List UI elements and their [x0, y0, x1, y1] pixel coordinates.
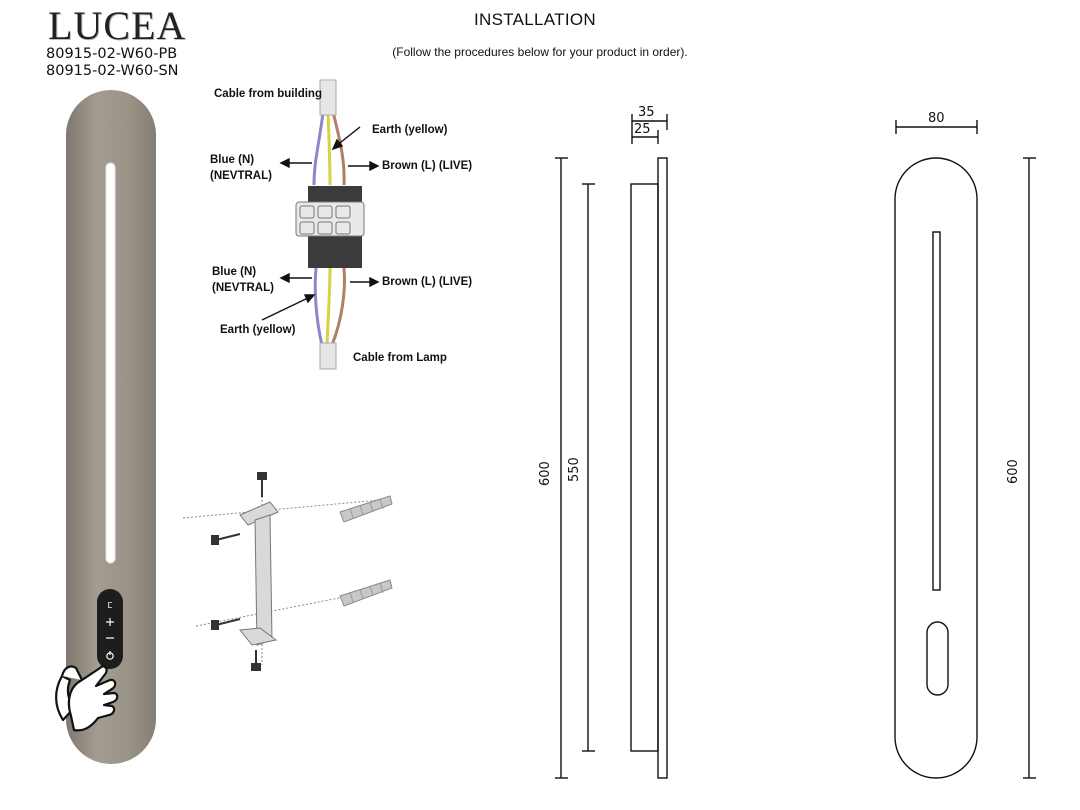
page-subtitle: (Follow the procedures below for your pr… — [392, 45, 688, 59]
dim-depth-body: 25 — [634, 122, 651, 137]
hand-touch-icon — [55, 665, 119, 732]
label-nevtral-bottom: (NEVTRAL) — [212, 282, 274, 294]
dim-width-front: 80 — [928, 111, 945, 126]
label-blue-top: Blue (N) — [210, 154, 255, 166]
mode-icon: ⵎ — [108, 601, 113, 610]
touch-control-panel — [97, 589, 123, 669]
front-control-outline — [926, 621, 949, 696]
screw — [211, 472, 267, 671]
label-nevtral-top: (NEVTRAL) — [210, 170, 272, 182]
label-brown-bottom: Brown (L) (LIVE) — [382, 276, 473, 288]
label-earth-top: Earth (yellow) — [372, 124, 448, 136]
wall-plug — [339, 495, 393, 607]
side-plate-outline — [657, 157, 668, 779]
label-cable-from-lamp: Cable from Lamp — [353, 352, 447, 364]
dim-depth-total: 35 — [638, 105, 655, 120]
label-cable-from-building: Cable from building — [214, 88, 322, 100]
front-slot-outline — [932, 231, 941, 591]
dim-height-front: 600 — [1006, 459, 1021, 484]
label-blue-bottom: Blue (N) — [212, 266, 257, 278]
svg-text:ⵎ: ⵎ — [108, 601, 113, 610]
bracket — [239, 501, 279, 646]
front-body-outline — [894, 157, 978, 779]
lamp-light-slot — [105, 162, 116, 564]
brand-logo: LUCEA — [48, 3, 187, 48]
lamp-cable — [319, 342, 337, 370]
power-icon — [106, 651, 114, 660]
model-number-pb: 80915-02-W60-PB — [46, 46, 178, 62]
plus-icon — [106, 618, 114, 626]
model-number-sn: 80915-02-W60-SN — [46, 63, 179, 79]
page-title: INSTALLATION — [474, 10, 596, 29]
building-cable — [319, 79, 337, 116]
label-earth-bottom: Earth (yellow) — [220, 324, 296, 336]
terminal-block — [295, 201, 365, 237]
label-brown-top: Brown (L) (LIVE) — [382, 160, 473, 172]
